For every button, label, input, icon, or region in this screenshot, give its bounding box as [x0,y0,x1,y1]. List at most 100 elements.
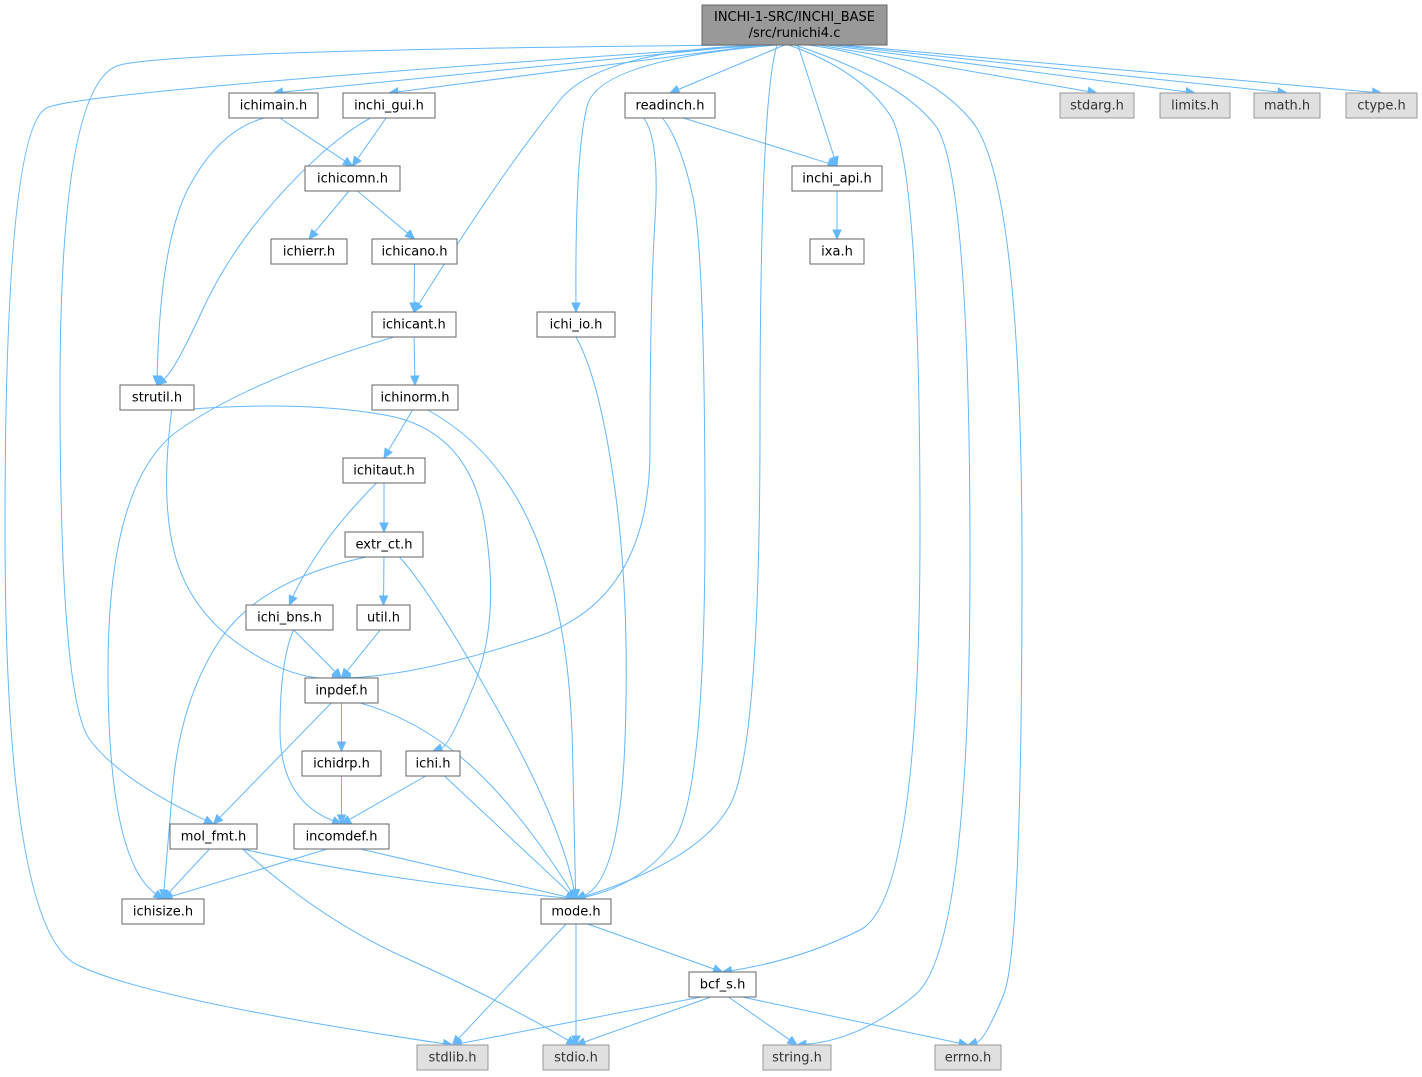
edge-line [360,702,572,892]
edges-layer [4,44,1383,1050]
node-box [405,750,461,777]
node-box [624,92,716,119]
edge-line [683,117,829,164]
edge-line [826,44,1187,93]
edge-line [242,848,568,899]
node-mol-fmt[interactable]: mol_fmt.h [169,823,258,850]
edge-ichicomn-to-ichierr [308,190,350,240]
node-label: inpdef.h [315,684,367,699]
edge-incomdef-to-mode [360,848,578,902]
edge-line [427,409,577,891]
edge-inchi_gui-to-ichicomn [351,117,387,168]
edge-root-to-readinch [668,44,785,94]
edge-root-to-ctype [841,44,1383,97]
arrowhead-icon [336,741,347,753]
node-box [371,311,457,338]
node-errno: errno.h [934,1044,1002,1071]
edge-line [575,44,778,304]
node-util[interactable]: util.h [356,604,411,631]
edge-line [678,44,785,90]
edge-line [808,44,1023,1043]
node-box [119,384,195,411]
node-label: ichicant.h [382,318,445,333]
node-box [344,531,424,558]
edge-readinch-to-inchi_api [683,117,839,168]
edge-line [314,190,350,233]
node-extr-ct[interactable]: extr_ct.h [344,531,424,558]
node-ichi[interactable]: ichi.h [405,750,461,777]
edge-ichimain-to-ichicomn [279,117,354,167]
node-ichi-bns[interactable]: ichi_bns.h [245,604,334,631]
node-box [293,823,390,850]
node-label: util.h [367,611,400,626]
node-label: ichitaut.h [353,464,414,479]
edge-root-to-limits [826,44,1197,97]
edge-root-to-ichi_io [571,44,778,314]
edge-line [163,556,367,891]
node-ichidrp[interactable]: ichidrp.h [301,750,382,777]
arrowhead-icon [786,1035,799,1046]
node-ichi-io[interactable]: ichi_io.h [536,311,616,338]
edge-line [279,117,346,162]
edge-line [587,923,715,970]
node-box [121,898,205,925]
node-ichitaut[interactable]: ichitaut.h [342,457,426,484]
node-label: inchi_api.h [802,172,872,187]
edge-line [242,848,569,1041]
edge-strutil-to-inpdef [166,409,343,684]
edge-root-to-inchi_api [797,44,839,168]
edge-extr_ct-to-mode [398,556,579,901]
node-box [809,238,865,265]
nodes-layer: INCHI-1-SRC/INCHI_BASE/src/runichi4.cich… [119,4,1418,1071]
node-label: ixa.h [821,245,853,260]
edge-line [346,629,381,672]
edge-line [797,44,835,158]
node-label: ichinorm.h [381,391,450,406]
node-ichicant[interactable]: ichicant.h [371,311,457,338]
edge-line [388,409,413,451]
node-bcf-s[interactable]: bcf_s.h [688,971,757,998]
node-ichisize[interactable]: ichisize.h [121,898,205,925]
node-label: math.h [1264,99,1310,114]
node-inpdef[interactable]: inpdef.h [304,677,379,704]
arrowhead-icon [288,594,298,607]
arrowhead-icon [202,815,215,825]
node-ichierr[interactable]: ichierr.h [270,238,348,265]
node-inchi-gui[interactable]: inchi_gui.h [342,92,436,119]
edge-ichicant-to-ichinorm [410,336,420,387]
node-box [542,1044,610,1071]
node-box [1159,92,1231,119]
node-ichicano[interactable]: ichicano.h [371,238,458,265]
edge-line [59,44,749,821]
arrowhead-icon [336,814,347,826]
node-box [169,823,258,850]
node-ichinorm[interactable]: ichinorm.h [371,384,459,411]
node-incomdef[interactable]: incomdef.h [293,823,390,850]
edge-bcf_s-to-string [728,996,799,1046]
node-box [701,4,888,46]
node-string: string.h [762,1044,832,1071]
edge-line [168,848,210,893]
node-label: errno.h [945,1051,992,1066]
edge-ichinorm-to-ichitaut [383,409,413,460]
node-box [270,238,348,265]
node-label: ichi_io.h [550,318,603,333]
arrowhead-icon [409,302,419,314]
node-ixa[interactable]: ixa.h [809,238,865,265]
edge-line [166,409,333,679]
edge-incomdef-to-ichisize [161,848,328,901]
edge-root-to-stdarg [818,44,1099,97]
node-box [1253,92,1321,119]
node-ichimain[interactable]: ichimain.h [228,92,319,119]
node-mode[interactable]: mode.h [540,898,612,925]
node-inchi-api[interactable]: inchi_api.h [791,165,883,192]
edge-line [107,336,395,895]
node-label: ctype.h [1357,99,1406,114]
node-box [304,677,379,704]
node-strutil[interactable]: strutil.h [119,384,195,411]
node-box [342,457,426,484]
arrowhead-icon [152,889,165,900]
node-label: bcf_s.h [700,978,746,993]
node-readinch[interactable]: readinch.h [624,92,716,119]
node-ichicomn[interactable]: ichicomn.h [304,165,401,192]
